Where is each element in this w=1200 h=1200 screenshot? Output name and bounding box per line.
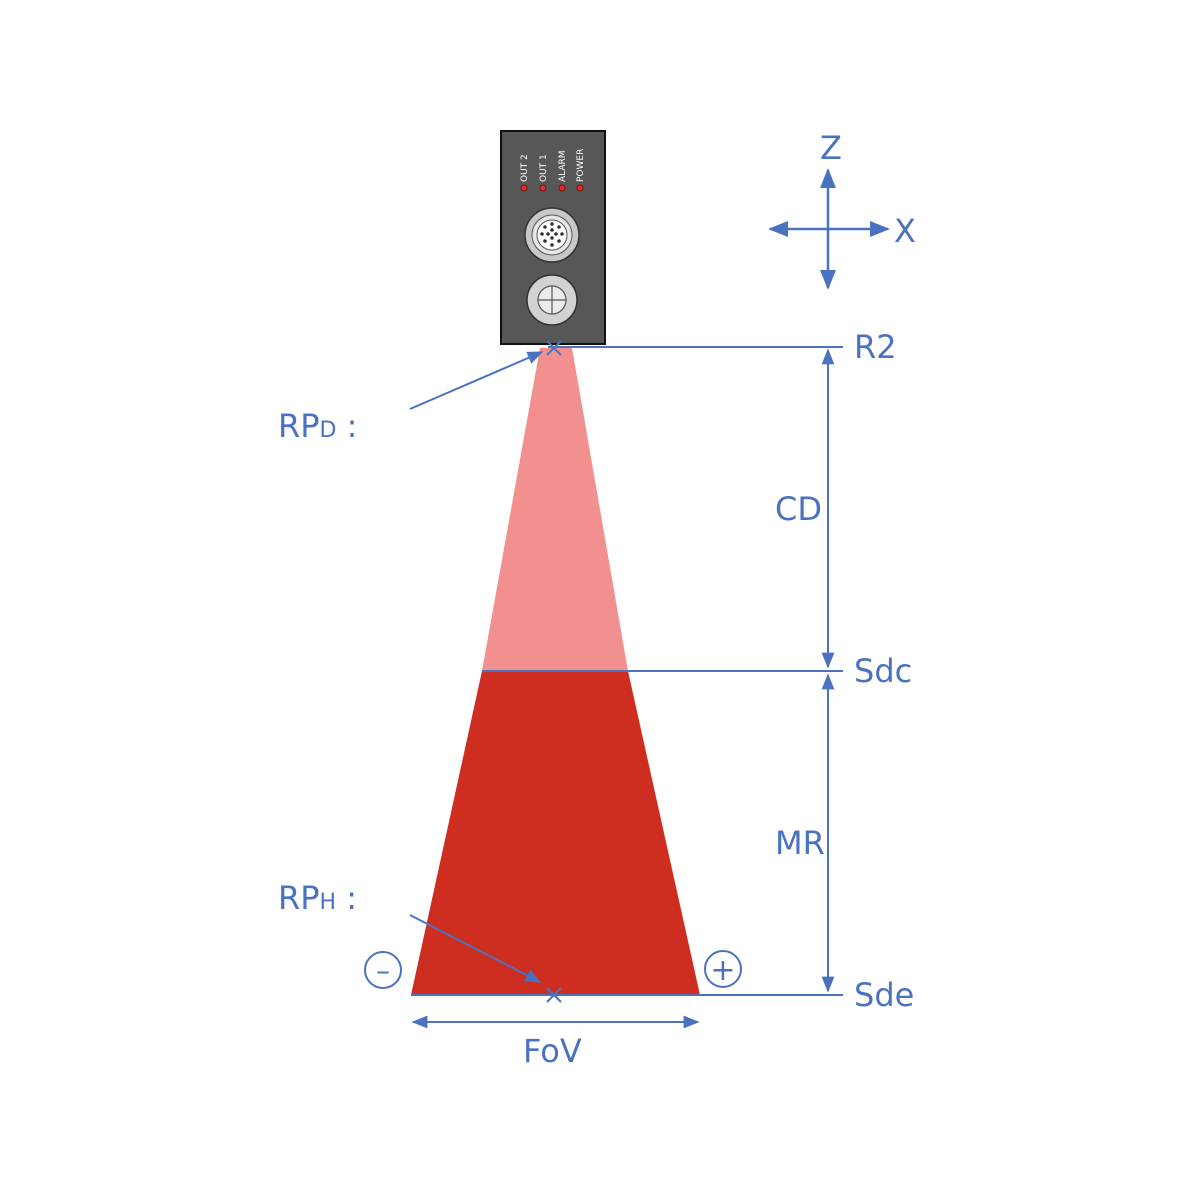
connector-icon (524, 207, 580, 263)
mr-label: MR (775, 824, 825, 862)
minus-sign-label: – (376, 954, 390, 987)
fov-label: FoV (523, 1032, 582, 1070)
minus-sign-icon: – (364, 951, 402, 989)
led-label-power: POWER (576, 149, 586, 182)
plus-sign-label: + (710, 953, 735, 988)
rpd-leader-line (409, 351, 544, 410)
rph-cross-marker (546, 987, 562, 1003)
led-label-out1: OUT 1 (539, 154, 549, 182)
rph-leader-line (409, 914, 542, 983)
status-leds: OUT 2 OUT 1 ALARM POWER (520, 149, 586, 192)
rpd-cross-marker (546, 340, 562, 356)
dead-zone-beam (482, 348, 628, 671)
adjustment-knob-icon (526, 274, 578, 326)
rph-label-suffix: : (336, 879, 357, 917)
sde-label: Sde (854, 976, 914, 1014)
rpd-label-suffix: : (336, 407, 357, 445)
measuring-range-beam (411, 671, 700, 995)
cd-label: CD (775, 490, 822, 528)
rph-label-main: RP (278, 879, 320, 917)
plus-sign-icon: + (704, 950, 742, 988)
led-label-alarm: ALARM (558, 150, 568, 182)
rpd-label-main: RP (278, 407, 320, 445)
axis-z-label: Z (820, 129, 842, 167)
rpd-label-sub: D (320, 418, 337, 443)
rph-label-sub: H (320, 890, 337, 915)
rpd-label: RPD : (278, 407, 357, 445)
sensor-housing: OUT 2 OUT 1 ALARM POWER (500, 130, 606, 345)
r2-label: R2 (854, 328, 897, 366)
axis-cross: Z X (768, 129, 916, 290)
sdc-label: Sdc (854, 652, 912, 690)
axis-x-label: X (894, 212, 916, 250)
led-label-out2: OUT 2 (520, 154, 530, 182)
rph-label: RPH : (278, 879, 357, 917)
